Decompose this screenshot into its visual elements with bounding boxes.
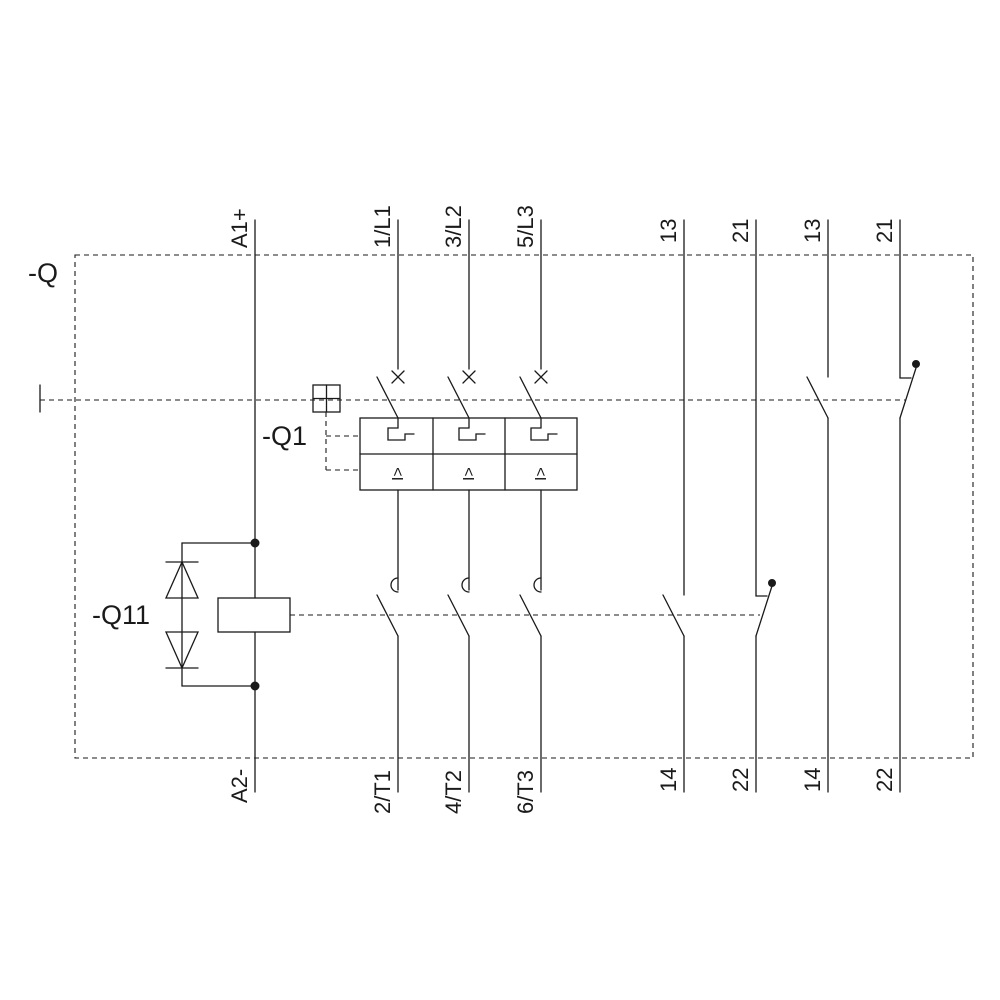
- thermal-element-1: [387, 417, 415, 441]
- breaker-aux-no-contact: [806, 219, 829, 793]
- aux-terminal-top-2: 21: [728, 219, 753, 243]
- trip-symbol-2: I>: [461, 467, 478, 481]
- aux-terminal-bottom-4: 22: [872, 768, 897, 792]
- coil-bottom-terminal: A2-: [227, 769, 252, 803]
- trip-symbol-3: I>: [533, 467, 550, 481]
- coil-top-terminal: A1+: [227, 208, 252, 248]
- main-terminal-top-3: 5/L3: [513, 205, 538, 248]
- device-label: -Q: [28, 258, 58, 288]
- contactor-aux-no-contact: [662, 219, 685, 793]
- aux-terminal-bottom-3: 14: [800, 768, 825, 792]
- breaker-label: -Q1: [262, 421, 307, 451]
- trip-symbol-1: I>: [390, 467, 407, 481]
- main-terminal-top-1: 1/L1: [370, 205, 395, 248]
- breaker-actuator: [312, 384, 341, 413]
- aux-terminal-top-3: 13: [800, 219, 825, 243]
- coil-label: -Q11: [92, 600, 150, 630]
- contactor-aux-nc-contact: [755, 219, 776, 793]
- coil-box: [217, 597, 291, 633]
- trip-linkage: [325, 412, 360, 471]
- main-terminal-bottom-1: 2/T1: [370, 770, 395, 814]
- aux-terminal-bottom-2: 22: [728, 768, 753, 792]
- coil-circuit: [164, 219, 760, 793]
- main-pole-1: [376, 219, 405, 793]
- thermal-element-3: [530, 417, 558, 441]
- main-pole-3: [519, 219, 548, 793]
- main-terminal-bottom-2: 4/T2: [441, 770, 466, 814]
- main-terminal-top-2: 3/L2: [441, 205, 466, 248]
- main-terminal-bottom-3: 6/T3: [513, 770, 538, 814]
- main-pole-2: [447, 219, 476, 793]
- breaker-aux-nc-contact: [899, 219, 920, 793]
- trip-unit: [359, 417, 578, 491]
- thermal-element-2: [458, 417, 486, 441]
- aux-terminal-top-1: 13: [656, 219, 681, 243]
- aux-terminal-top-4: 21: [872, 219, 897, 243]
- aux-terminal-bottom-1: 14: [656, 768, 681, 792]
- device-boundary: [74, 254, 974, 759]
